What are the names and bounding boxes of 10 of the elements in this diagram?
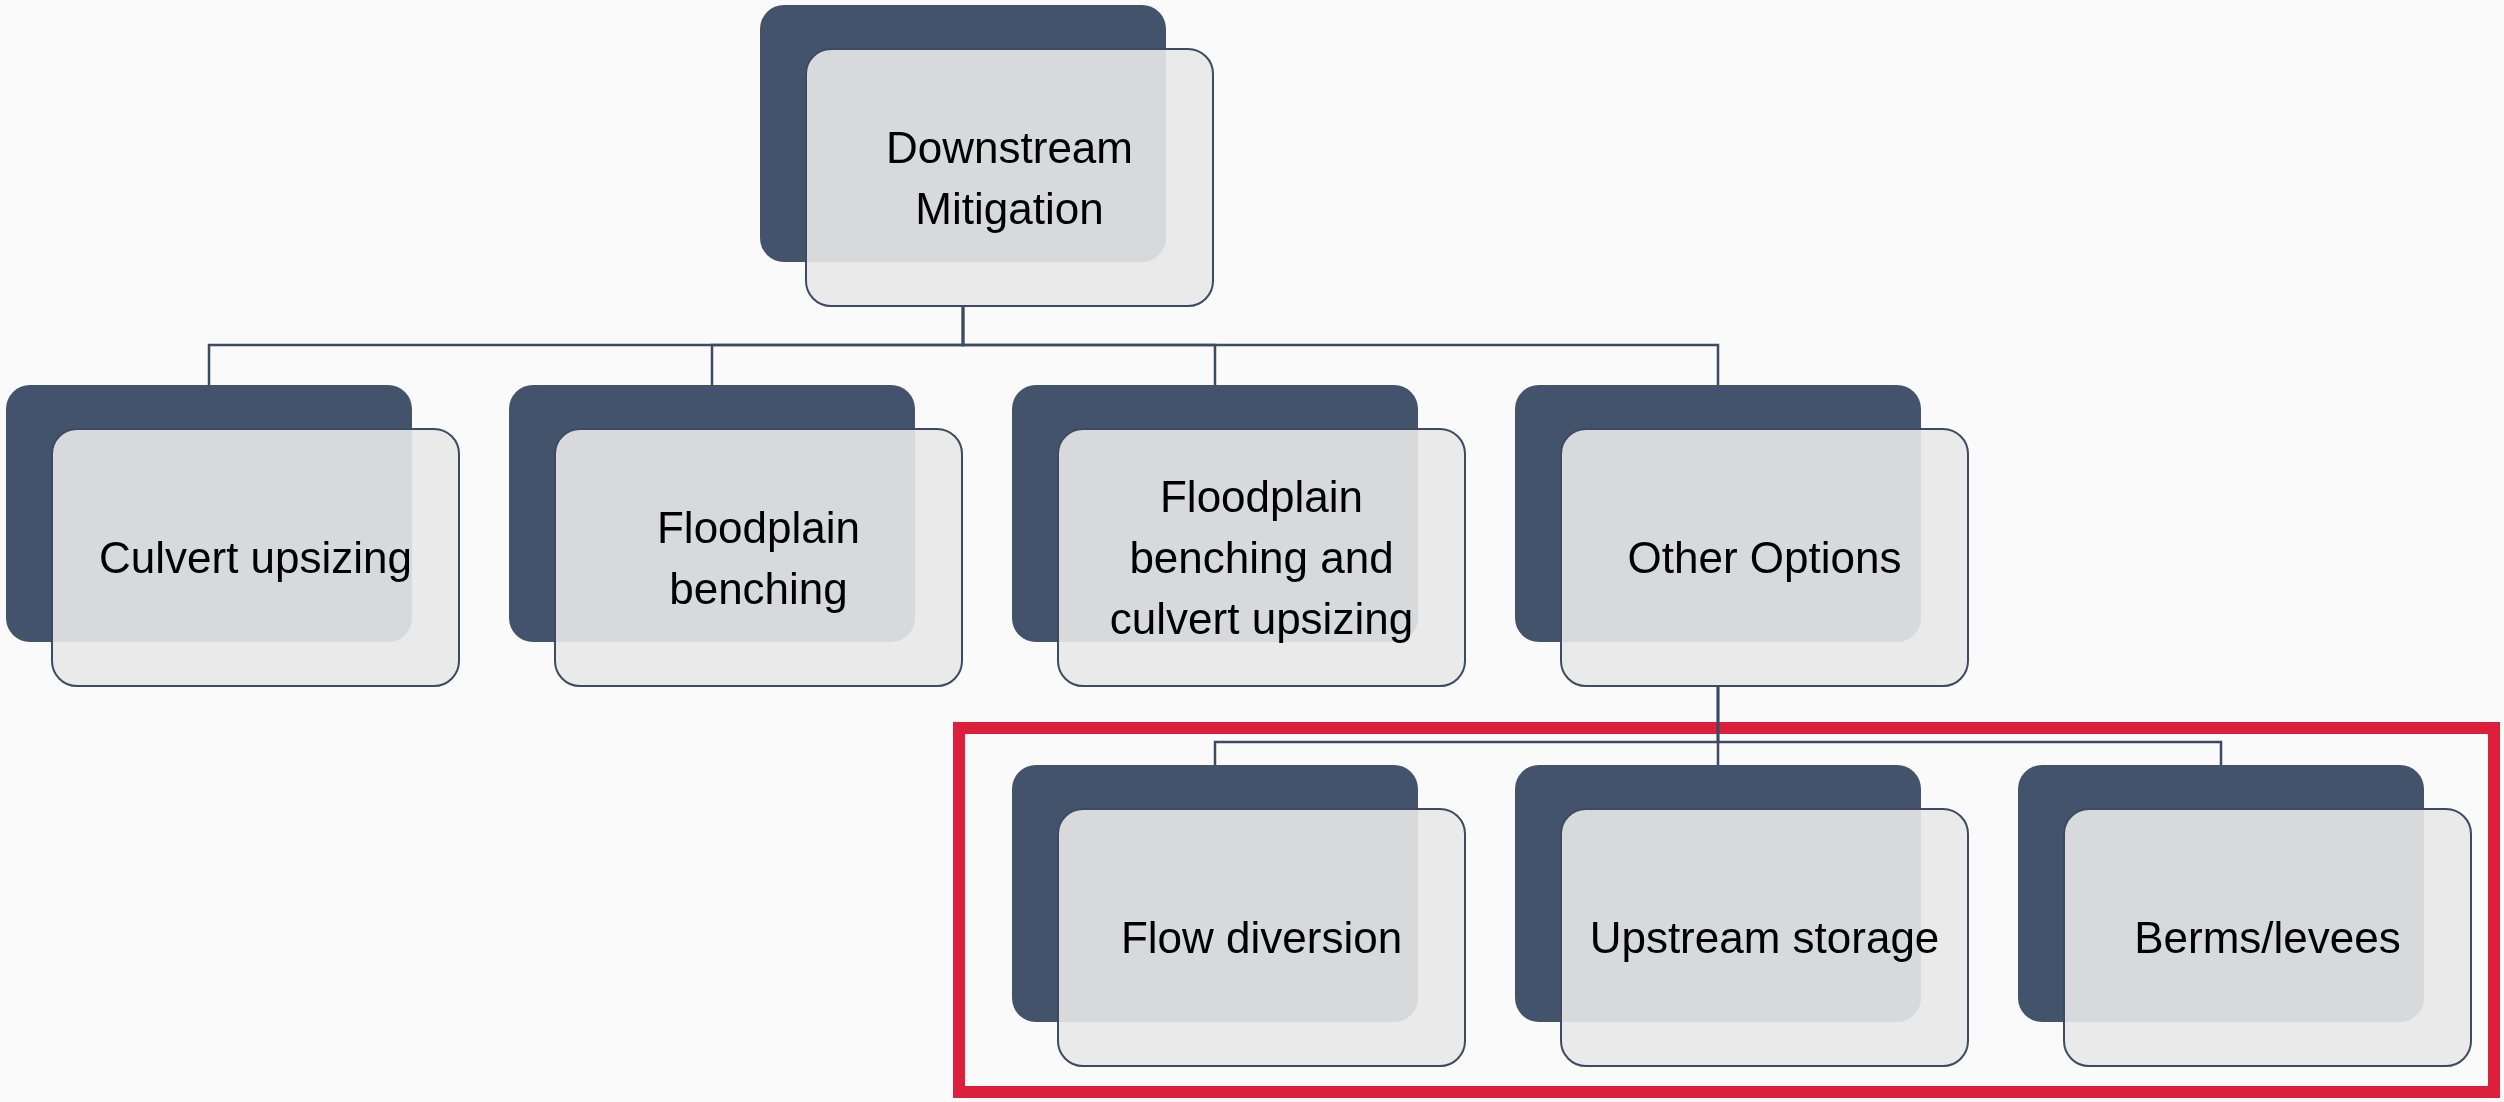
process-box: Culvert upsizing (51, 428, 460, 687)
process-box: Berms/levees (2063, 808, 2472, 1067)
process-box: Other Options (1560, 428, 1969, 687)
process-box: Floodplain benching (554, 428, 963, 687)
process-box: Floodplain benching and culvert upsizing (1057, 428, 1466, 687)
process-box: Flow diversion (1057, 808, 1466, 1067)
connector-line (961, 307, 1720, 385)
process-box: Downstream Mitigation (805, 48, 1214, 307)
process-box: Upstream storage (1560, 808, 1969, 1067)
connector-line (1716, 687, 2223, 765)
